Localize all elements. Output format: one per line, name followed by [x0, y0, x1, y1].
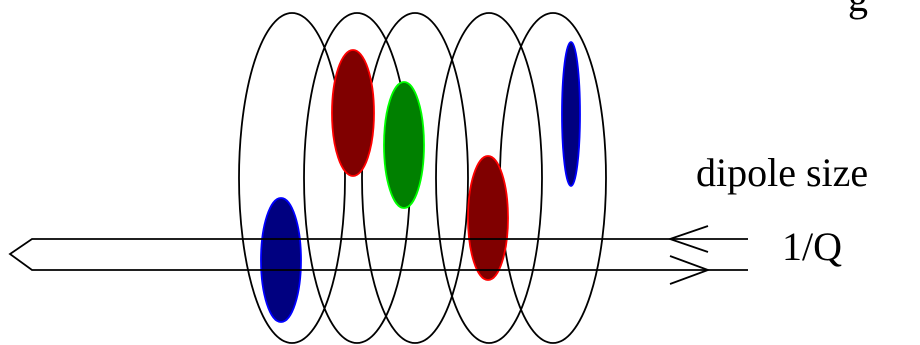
- ring-4: [435, 12, 543, 344]
- ring-1: [238, 12, 346, 344]
- blob-green-middle: [383, 81, 425, 209]
- lower-arrowhead: [669, 255, 711, 285]
- top-right-fragment-label: g: [848, 0, 868, 18]
- blob-blue-lower-left: [260, 197, 302, 323]
- blob-blue-upper-right: [561, 41, 581, 187]
- ring-3: [361, 12, 469, 344]
- dipole-lines: [8, 225, 748, 285]
- dipole-upper-line: [8, 238, 748, 271]
- blob-red-upper-left: [331, 49, 375, 177]
- inverse-q-label: 1/Q: [782, 224, 842, 269]
- dipole-size-label: dipole size: [696, 150, 869, 195]
- upper-arrowhead: [667, 225, 709, 253]
- ring-5: [499, 12, 607, 344]
- blob-red-lower-right: [467, 155, 509, 281]
